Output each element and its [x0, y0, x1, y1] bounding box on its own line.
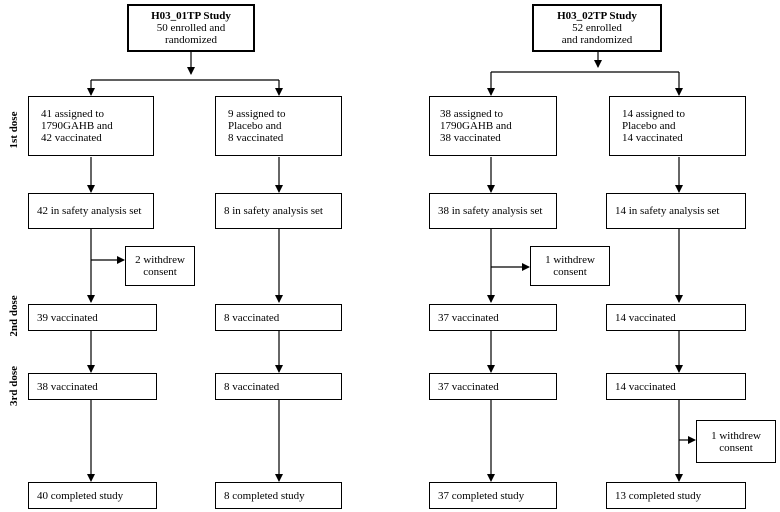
study1-arm-a-dose3-text: 38 vaccinated: [37, 380, 98, 393]
study1-arm-a-assigned-box: 41 assigned to 1790GAHB and 42 vaccinate…: [28, 96, 154, 156]
study2-arm-b-safety-box: 14 in safety analysis set: [606, 193, 746, 229]
study2-header-box: H03_02TP Study 52 enrolled and randomize…: [532, 4, 662, 52]
study1-arm-a-dose2-box: 39 vaccinated: [28, 304, 157, 331]
study2-arm-b-dose2-box: 14 vaccinated: [606, 304, 746, 331]
study2-arm-b-dose3-text: 14 vaccinated: [615, 380, 676, 393]
study2-arm-a-assigned-text: 38 assigned to 1790GAHB and 38 vaccinate…: [440, 108, 512, 144]
study2-subtitle: 52 enrolled and randomized: [561, 22, 633, 46]
study1-arm-b-dose3-text: 8 vaccinated: [224, 380, 280, 393]
study2-arm-b-withdrew-text: 1 withdrew consent: [711, 429, 761, 454]
study1-arm-a-withdrew-text: 2 withdrew consent: [135, 254, 185, 278]
study2-arm-a-safety-text: 38 in safety analysis set: [438, 205, 543, 217]
study1-arm-a-safety-text: 42 in safety analysis set: [37, 205, 142, 217]
study2-arm-a-completed-text: 37 completed study: [438, 489, 525, 502]
study2-arm-a-withdrew-box: 1 withdrew consent: [530, 246, 610, 286]
study2-arm-a-dose2-text: 37 vaccinated: [438, 311, 499, 324]
study2-arm-b-dose3-box: 14 vaccinated: [606, 373, 746, 400]
study2-arm-a-safety-box: 38 in safety analysis set: [429, 193, 557, 229]
study1-arm-b-safety-text: 8 in safety analysis set: [224, 205, 323, 217]
study2-arm-a-withdrew-text: 1 withdrew consent: [545, 254, 595, 278]
study2-arm-a-dose2-box: 37 vaccinated: [429, 304, 557, 331]
study2-arm-b-completed-text: 13 completed study: [615, 489, 702, 502]
study1-arm-b-dose2-box: 8 vaccinated: [215, 304, 342, 331]
dose-label-1st: 1st dose: [8, 111, 20, 149]
study2-arm-a-completed-box: 37 completed study: [429, 482, 557, 509]
dose-label-3rd: 3rd dose: [8, 365, 20, 407]
study1-arm-a-dose3-box: 38 vaccinated: [28, 373, 157, 400]
study1-arm-b-dose3-box: 8 vaccinated: [215, 373, 342, 400]
study1-arm-b-assigned-text: 9 assigned to Placebo and 8 vaccinated: [228, 108, 286, 144]
study1-header-box: H03_01TP Study 50 enrolled and randomize…: [127, 4, 255, 52]
study2-arm-b-assigned-text: 14 assigned to Placebo and 14 vaccinated: [622, 108, 685, 144]
study2-arm-b-withdrew-box: 1 withdrew consent: [696, 420, 776, 463]
study2-arm-b-completed-box: 13 completed study: [606, 482, 746, 509]
study2-title: H03_02TP Study: [557, 10, 637, 22]
study2-arm-a-dose3-box: 37 vaccinated: [429, 373, 557, 400]
dose-label-2nd: 2nd dose: [8, 295, 20, 337]
study2-arm-a-assigned-box: 38 assigned to 1790GAHB and 38 vaccinate…: [429, 96, 557, 156]
study1-arm-a-assigned-text: 41 assigned to 1790GAHB and 42 vaccinate…: [41, 108, 113, 144]
study1-arm-b-completed-box: 8 completed study: [215, 482, 342, 509]
study1-arm-b-dose2-text: 8 vaccinated: [224, 311, 280, 324]
study1-subtitle: 50 enrolled and randomized: [156, 22, 226, 46]
study2-arm-b-dose2-text: 14 vaccinated: [615, 311, 676, 324]
study1-arm-a-dose2-text: 39 vaccinated: [37, 311, 98, 324]
study1-arm-b-safety-box: 8 in safety analysis set: [215, 193, 342, 229]
study2-arm-b-assigned-box: 14 assigned to Placebo and 14 vaccinated: [609, 96, 746, 156]
study1-arm-b-completed-text: 8 completed study: [224, 489, 305, 502]
study2-arm-a-dose3-text: 37 vaccinated: [438, 380, 499, 393]
study1-arm-a-completed-text: 40 completed study: [37, 489, 124, 502]
study2-arm-b-safety-text: 14 in safety analysis set: [615, 205, 720, 217]
study1-arm-a-safety-box: 42 in safety analysis set: [28, 193, 154, 229]
study1-arm-b-assigned-box: 9 assigned to Placebo and 8 vaccinated: [215, 96, 342, 156]
study1-title: H03_01TP Study: [151, 10, 231, 22]
study1-arm-a-withdrew-box: 2 withdrew consent: [125, 246, 195, 286]
study1-arm-a-completed-box: 40 completed study: [28, 482, 157, 509]
